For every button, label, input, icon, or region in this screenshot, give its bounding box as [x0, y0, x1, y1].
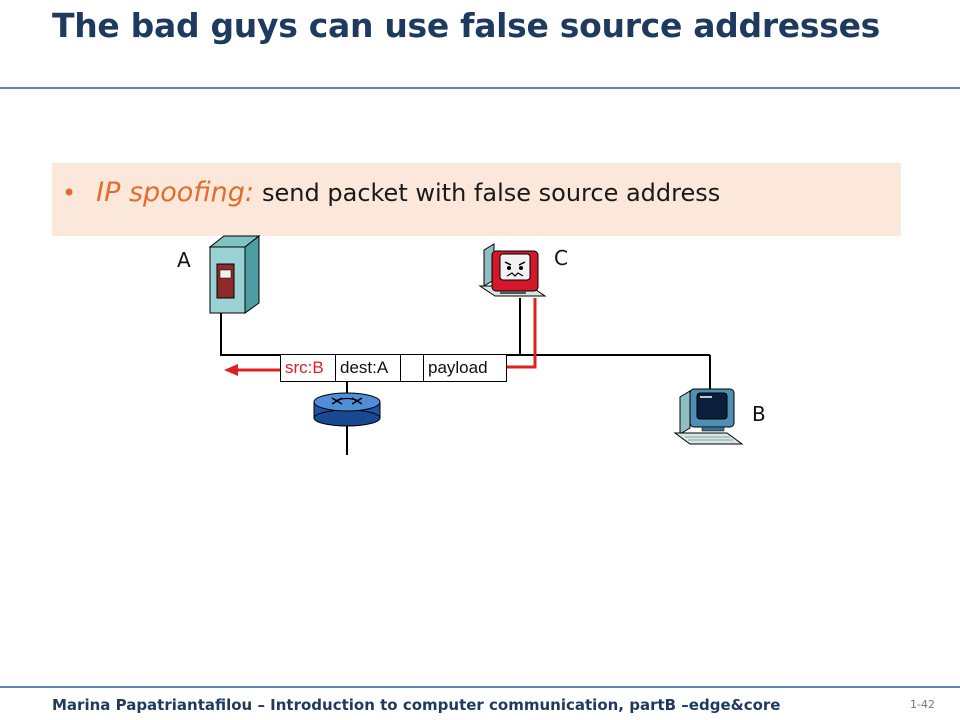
server-icon	[208, 234, 261, 314]
spoofed-packet-path	[506, 298, 537, 369]
packet-empty-field	[401, 355, 424, 381]
footer-text: Marina Papatriantafilou – Introduction t…	[52, 696, 781, 714]
router-icon	[313, 392, 381, 427]
packet: src:B dest:A payload	[280, 354, 507, 382]
slide-number: 1-42	[910, 698, 935, 711]
bullet-item: • IP spoofing:send packet with false sour…	[62, 177, 720, 208]
computer-icon	[673, 388, 744, 445]
packet-destination-field: dest:A	[336, 355, 401, 381]
bullet-dot-icon: •	[62, 179, 77, 207]
title-divider	[0, 87, 960, 89]
attacker-computer-icon	[478, 243, 547, 297]
highlight-box	[52, 163, 901, 236]
network-link-a	[220, 308, 520, 356]
host-b-label: B	[752, 402, 766, 426]
arrow-head-icon	[224, 364, 238, 376]
packet-source-field: src:B	[281, 355, 336, 381]
footer-divider	[0, 686, 960, 688]
host-c-label: C	[554, 246, 568, 270]
packet-payload-field: payload	[428, 358, 488, 377]
host-a-label: A	[177, 248, 191, 272]
bullet-term: IP spoofing:	[96, 177, 255, 208]
bullet-description: send packet with false source address	[262, 179, 721, 207]
slide-title: The bad guys can use false source addres…	[52, 6, 880, 45]
